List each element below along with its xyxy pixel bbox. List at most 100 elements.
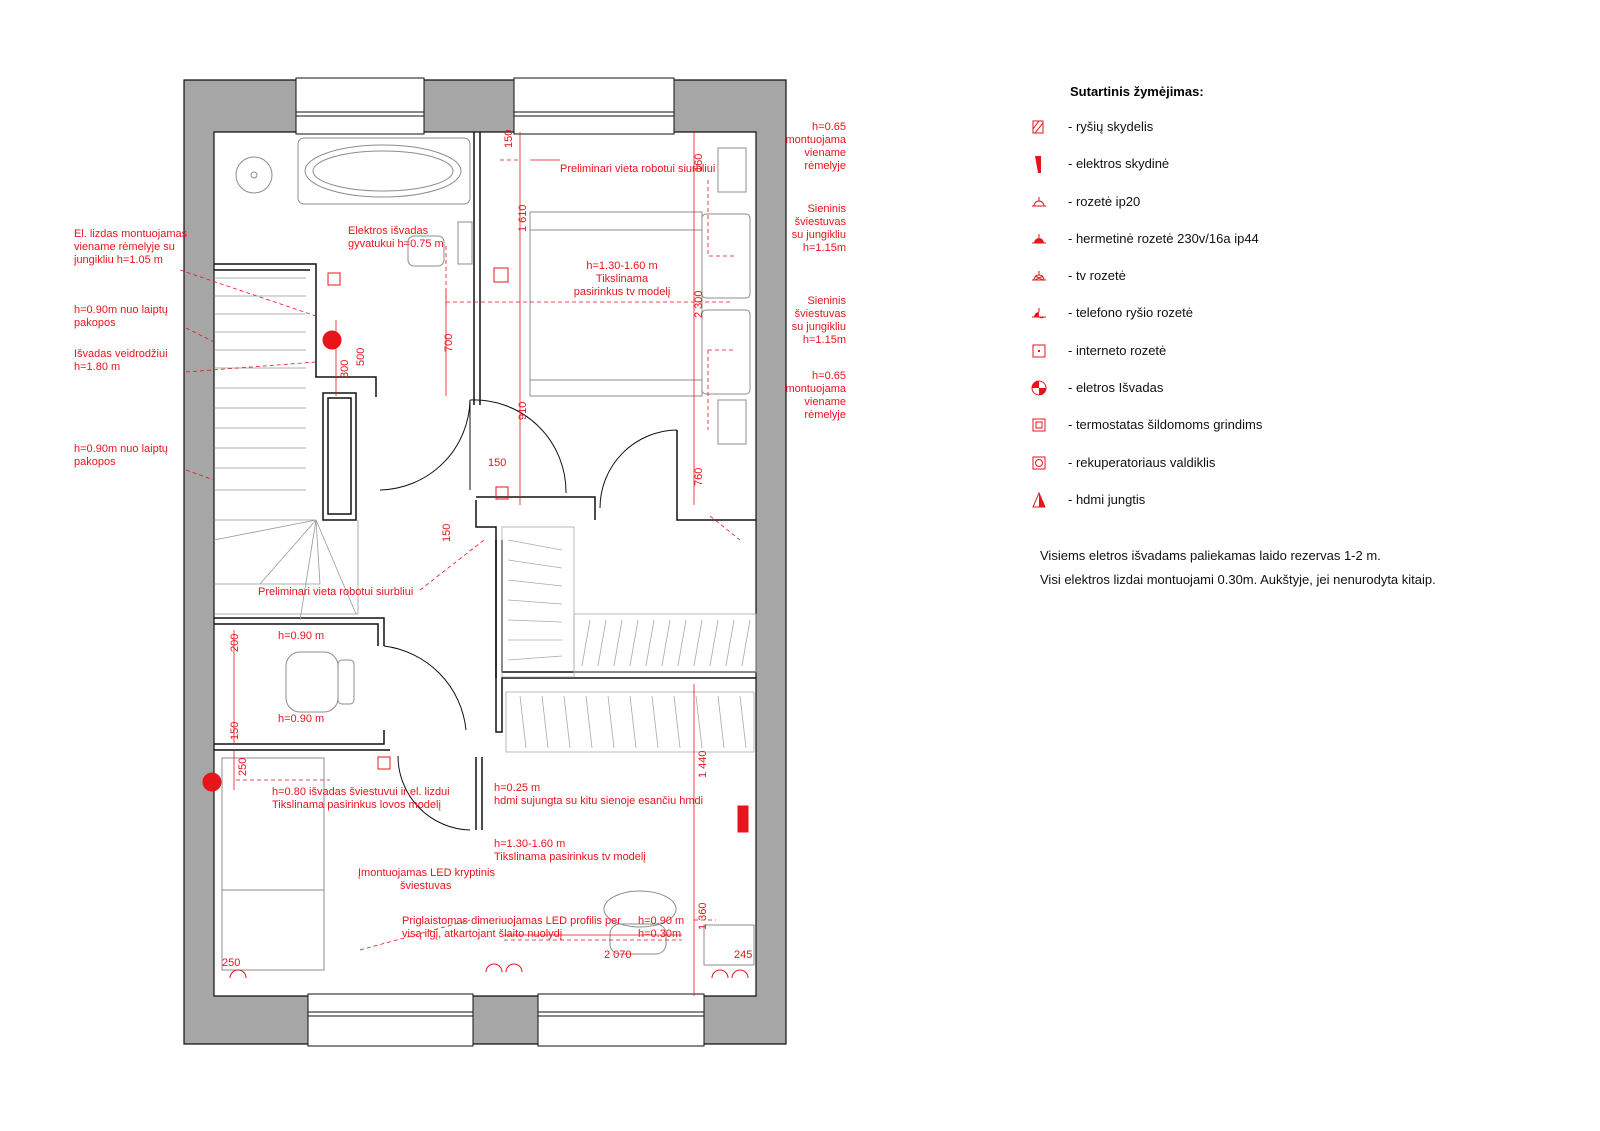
dim-245: 245 (734, 949, 752, 961)
footnote-cable-reserve: Visiems eletros išvadams paliekamas laid… (1040, 548, 1381, 563)
dim-160: 160 (693, 154, 705, 172)
tv-socket-icon (1032, 271, 1046, 281)
electric-outlet-point-icon (322, 330, 342, 350)
legend: - ryšių skydelis - elektros skydinė - ro… (1030, 118, 1470, 528)
dim-2300: 2 300 (693, 290, 705, 318)
dim-300: 300 (339, 360, 351, 378)
hdmi-icon (1032, 491, 1046, 508)
note-h090-b: h=0.90 m (278, 713, 324, 725)
thermostat-icon (377, 756, 391, 770)
legend-label: - ryšių skydelis (1068, 119, 1154, 134)
footnote-socket-height: Visi elektros lizdai montuojami 0.30m. A… (1040, 572, 1436, 587)
legend-label: - tv rozetė (1068, 268, 1126, 284)
bathroom-fixtures (235, 137, 473, 267)
staircase (213, 277, 359, 621)
dim-150-left: 150 (441, 524, 453, 542)
legend-row: - telefono ryšio rozetė (1030, 304, 1470, 341)
legend-row: - ryšių skydelis (1030, 118, 1470, 155)
thermostat-icon (1032, 418, 1046, 432)
electrical-panel-icon (737, 805, 749, 833)
dim-250-top: 250 (237, 758, 249, 776)
interior-walls (214, 132, 756, 830)
dim-700: 700 (443, 334, 455, 352)
door-swings (379, 399, 678, 831)
bed (529, 147, 751, 445)
phone-socket-icon (1032, 308, 1046, 319)
note-h090-a: h=0.90 m (278, 630, 324, 642)
legend-title: Sutartinis žymėjimas: (1070, 84, 1204, 99)
legend-label: - rozetė ip20 (1068, 193, 1141, 209)
legend-row: - tv rozetė (1030, 267, 1470, 304)
dim-500: 500 (355, 348, 367, 366)
walls (183, 79, 787, 1045)
windows (295, 77, 705, 1047)
dimension-lines (233, 132, 695, 996)
legend-label: - termostatas šildomoms grindims (1068, 417, 1263, 433)
dim-2070: 2 070 (604, 949, 632, 961)
dim-150-top: 150 (503, 130, 515, 148)
internet-socket-icon (1032, 344, 1046, 358)
recuperator-controller-icon (495, 486, 509, 500)
dim-1440: 1 440 (697, 750, 709, 778)
dim-150-door: 150 (488, 457, 506, 469)
legend-label: - hdmi jungtis (1068, 491, 1146, 507)
legend-label: - interneto rozetė (1068, 342, 1167, 358)
dim-1610: 1 610 (517, 204, 529, 232)
dim-200: 200 (229, 634, 241, 652)
dim-910: 910 (517, 402, 529, 420)
recuperator-controller-icon (1032, 456, 1046, 470)
legend-label: - rekuperatoriaus valdiklis (1068, 454, 1216, 470)
bedroom2-furniture (221, 757, 755, 971)
note-robot-top: Preliminari vieta robotui siurbliui (560, 163, 715, 175)
toilet-room-fixtures (285, 651, 355, 713)
legend-row: - elektros skydinė (1030, 155, 1470, 192)
dim-150-wc: 150 (229, 722, 241, 740)
socket-ip20-icon (1032, 196, 1046, 207)
electrical-panel-icon (1035, 156, 1041, 174)
annotation-leaders (179, 159, 741, 951)
hatched-box-icon (1032, 120, 1044, 134)
electric-outlet-point-icon (202, 772, 222, 792)
legend-row: - interneto rozetė (1030, 342, 1470, 379)
electric-outlet-point-icon (1031, 380, 1047, 396)
dim-250-bottom: 250 (222, 957, 240, 969)
legend-label: - eletros Išvadas (1068, 380, 1164, 396)
note-led-profile: Priglaistomas dimeriuojamas LED profilis… (402, 915, 621, 940)
legend-row: - termostatas šildomoms grindims (1030, 416, 1470, 453)
electrical-symbols (202, 267, 749, 979)
legend-row: - hermetinė rozetė 230v/16a ip44 (1030, 230, 1470, 267)
legend-row: - rekuperatoriaus valdiklis (1030, 454, 1470, 491)
legend-row: - rozetė ip20 (1030, 193, 1470, 230)
dim-760: 760 (693, 468, 705, 486)
wardrobes (501, 526, 757, 753)
thermostat-icon (327, 272, 341, 286)
note-robot-mid: Preliminari vieta robotui siurbliui (258, 586, 413, 598)
dim-1360: 1 360 (697, 902, 709, 930)
dimensions: 150 160 1 610 2 300 910 760 700 300 500 … (222, 130, 752, 969)
legend-label: - hermetinė rozetė 230v/16a ip44 (1068, 230, 1259, 246)
legend-footnotes: Visiems eletros išvadams paliekamas laid… (1040, 544, 1436, 592)
socket-ip20-icon (229, 963, 749, 979)
sealed-socket-icon (1032, 233, 1046, 244)
legend-row: - eletros Išvadas (1030, 379, 1470, 416)
internet-socket-icon (493, 267, 509, 283)
legend-label: - telefono ryšio rozetė (1068, 305, 1194, 321)
legend-label: - elektros skydinė (1068, 156, 1170, 172)
